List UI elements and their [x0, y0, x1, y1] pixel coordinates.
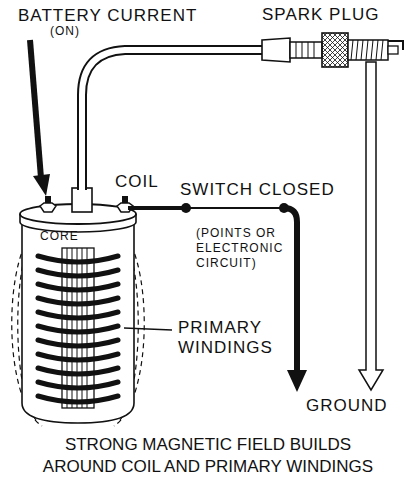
- plug-ground-arrow: [359, 62, 383, 390]
- thread: [356, 40, 358, 60]
- ht-cable-outline: [82, 50, 264, 190]
- winding-turn: [38, 326, 118, 332]
- switch-lever: [186, 207, 284, 209]
- part-label: CORE: [40, 229, 79, 244]
- ht-cable: [82, 50, 264, 190]
- thread-lines: [351, 40, 383, 60]
- part-label: PRIMARY WINDINGS: [178, 318, 278, 359]
- thread: [381, 40, 383, 60]
- terminal-nut: [40, 203, 56, 212]
- core-line: [67, 248, 68, 408]
- ground-wire-arrow: [287, 370, 307, 392]
- winding-turn: [38, 396, 118, 402]
- winding-turn: [38, 270, 118, 276]
- thread: [371, 40, 373, 60]
- part-label: BATTERY CURRENT: [18, 6, 197, 26]
- core: [62, 248, 94, 408]
- part-label: SPARK PLUG: [262, 5, 379, 25]
- part-label: COIL: [115, 172, 159, 192]
- winding-turn: [38, 382, 118, 388]
- winding-turn: [38, 284, 118, 290]
- core-line: [82, 248, 83, 408]
- coil-body: [22, 222, 134, 423]
- core-line: [72, 248, 73, 408]
- coil-tower: [72, 188, 92, 212]
- rib: [314, 42, 315, 58]
- core-laminations: [62, 248, 94, 408]
- ground-strap: [388, 41, 403, 50]
- battery-arrow-head: [33, 174, 50, 196]
- caption: STRONG MAGNETIC FIELD BUILDS AROUND COIL…: [33, 434, 383, 478]
- part-label: (ON): [50, 24, 80, 39]
- battery-arrow-shaft: [30, 40, 41, 178]
- part-label: SWITCH CLOSED: [180, 180, 335, 200]
- thread: [351, 40, 353, 60]
- winding-turn: [38, 256, 118, 262]
- rib: [296, 42, 297, 58]
- winding-turn: [38, 340, 118, 346]
- switch-wire: [128, 206, 186, 210]
- plug-electrode: [388, 46, 398, 54]
- plug-threads: [348, 40, 388, 60]
- rib: [308, 42, 309, 58]
- core-line: [77, 248, 78, 408]
- part-label: (POINTS OR ELECTRONIC CIRCUIT): [196, 226, 284, 271]
- plug-boot: [262, 38, 290, 62]
- rib: [302, 42, 303, 58]
- core-line: [87, 248, 88, 408]
- plug-hex: [322, 33, 348, 67]
- ground-wire: [284, 208, 297, 372]
- winding-turn: [38, 298, 118, 304]
- winding-turn: [38, 354, 118, 360]
- part-label: GROUND: [306, 396, 388, 416]
- thread: [361, 40, 363, 60]
- primary-windings: [38, 256, 118, 402]
- winding-turn: [38, 312, 118, 318]
- thread: [366, 40, 368, 60]
- plug-insulator: [290, 42, 322, 58]
- winding-turn: [38, 368, 118, 374]
- thread: [376, 40, 378, 60]
- insulator-ribs: [296, 42, 314, 58]
- leader-line: [124, 328, 172, 330]
